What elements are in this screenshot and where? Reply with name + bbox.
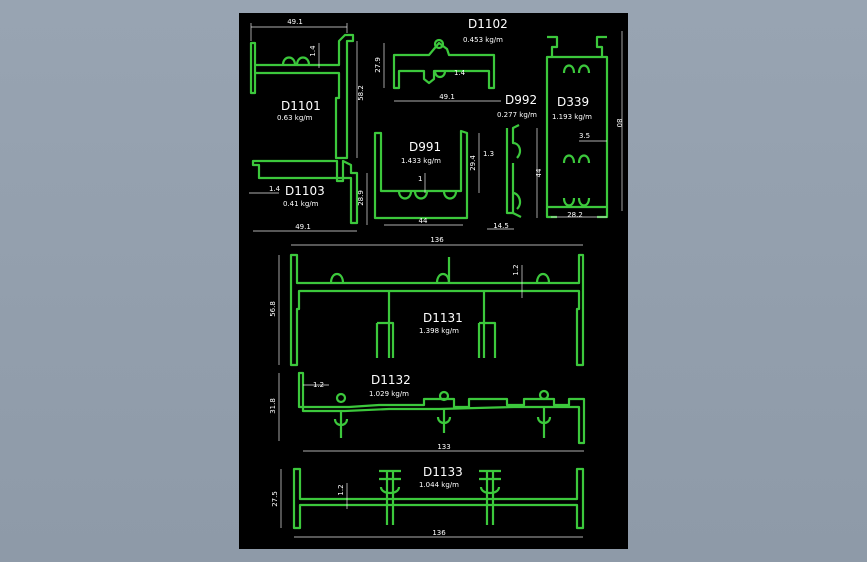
d1102-code: D1102 [468, 17, 508, 31]
profile-d1101: 49.1 58.2 1.4 D1101 0.63 kg/m [249, 18, 365, 160]
d1132-code: D1132 [371, 373, 411, 387]
d1133-width: 136 [432, 529, 446, 537]
d1131-wall: 1.2 [512, 264, 520, 275]
d992-wall: 1.3 [483, 150, 494, 158]
d1102-wall: 1.4 [454, 69, 466, 77]
d991-code: D991 [409, 140, 441, 154]
d1132-weight: 1.029 kg/m [369, 390, 409, 398]
d992-height: 44 [535, 168, 543, 177]
d1131-height: 56.8 [269, 301, 277, 317]
d1102-width: 49.1 [439, 93, 455, 101]
cad-drawing: 49.1 58.2 1.4 D1101 0.63 kg/m 49.1 27.9 … [249, 17, 623, 538]
d992-code: D992 [505, 93, 537, 107]
d1103-width: 49.1 [295, 223, 311, 231]
d1131-weight: 1.398 kg/m [419, 327, 459, 335]
d1133-code: D1133 [423, 465, 463, 479]
d992-weight: 0.277 kg/m [497, 111, 537, 119]
d991-height: 29.4 [469, 155, 477, 171]
d991-wall: 1 [418, 175, 422, 183]
d992-width: 14.5 [493, 222, 509, 230]
d339-code: D339 [557, 95, 589, 109]
d1103-height: 28.9 [357, 190, 365, 206]
d1102-weight: 0.453 kg/m [463, 36, 503, 44]
drawing-canvas[interactable]: 49.1 58.2 1.4 D1101 0.63 kg/m 49.1 27.9 … [239, 13, 628, 549]
d1103-wall: 1.4 [269, 185, 281, 193]
profile-d1133: 27.5 136 1.2 D1133 1.044 kg/m [271, 465, 585, 538]
profile-d339: 80 28.2 3.5 D339 1.193 kg/m [545, 31, 623, 219]
d991-weight: 1.433 kg/m [401, 157, 441, 165]
d1133-height: 27.5 [271, 491, 279, 507]
profile-d1132: 31.8 133 1.2 D1132 1.029 kg/m [269, 371, 586, 452]
d1102-height: 27.9 [374, 57, 382, 73]
profile-d1103: 49.1 28.9 1.4 D1103 0.41 kg/m [249, 159, 368, 232]
d991-width: 44 [419, 217, 428, 225]
d339-weight: 1.193 kg/m [552, 113, 592, 121]
d1133-weight: 1.044 kg/m [419, 481, 459, 489]
d1103-weight: 0.41 kg/m [283, 200, 319, 208]
profile-d991: 44 29.4 1 D991 1.433 kg/m [373, 129, 480, 226]
d1133-wall: 1.2 [337, 484, 345, 495]
d1101-height: 58.2 [357, 85, 365, 101]
profile-d1102: 49.1 27.9 1.4 D1102 0.453 kg/m [374, 17, 508, 102]
d1132-wall: 1.2 [313, 381, 324, 389]
profile-d1131: 136 56.8 1.2 D1131 1.398 kg/m [269, 236, 585, 367]
d339-width: 28.2 [567, 211, 583, 219]
d1101-width: 49.1 [287, 18, 303, 26]
d339-height: 80 [615, 119, 623, 128]
d1131-width: 136 [430, 236, 444, 244]
profile-d992: 44 14.5 1.3 D992 0.277 kg/m [483, 93, 543, 230]
d1101-code: D1101 [281, 99, 321, 113]
d1132-width: 133 [437, 443, 450, 451]
d339-wall: 3.5 [579, 132, 590, 140]
d1131-code: D1131 [423, 311, 463, 325]
d1101-weight: 0.63 kg/m [277, 114, 313, 122]
d1103-code: D1103 [285, 184, 325, 198]
d1101-wall: 1.4 [309, 45, 317, 57]
d1132-height: 31.8 [269, 398, 277, 414]
